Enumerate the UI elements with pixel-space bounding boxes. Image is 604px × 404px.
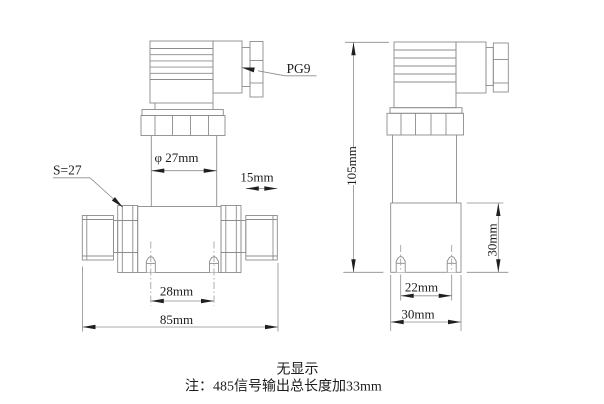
display-note: 无显示 [277, 363, 319, 378]
leader-wrench-size: S=27 [53, 163, 123, 208]
dim-diameter: φ 27mm [151, 150, 217, 173]
side-view: 105mm 30mm 22mm 30mm [342, 41, 509, 331]
overall-length-label: 85mm [160, 312, 193, 327]
overall-height-label: 105mm [344, 146, 359, 186]
din-connector-side [386, 41, 509, 203]
output-note: 注：485信号输出总长度加33mm [185, 379, 382, 395]
dim-lower-body-height: 30mm [466, 202, 509, 273]
leader-pg9: PG9 [241, 61, 317, 77]
dim-probe-spacing-side: 22mm [400, 274, 453, 301]
cable-gland-side [492, 42, 509, 93]
diameter-label: φ 27mm [155, 150, 199, 165]
pg9-label: PG9 [287, 61, 311, 76]
port-length-label: 15mm [240, 170, 273, 185]
dim-overall-height: 105mm [342, 41, 389, 273]
right-port-front [245, 215, 278, 261]
flow-body-front [81, 205, 278, 306]
left-port-front [81, 215, 114, 261]
notes: 无显示 注：485信号输出总长度加33mm [185, 363, 382, 395]
dim-overall-length: 85mm [82, 263, 279, 332]
dim-port-length: 15mm [240, 170, 278, 191]
wrench-size-label: S=27 [53, 163, 82, 178]
locknut-side [386, 112, 464, 136]
probe-spacing-side-label: 22mm [405, 280, 438, 295]
dim-lower-body-width: 30mm [390, 275, 462, 331]
probe-pins-front [145, 241, 219, 306]
lower-body-width-label: 30mm [401, 307, 434, 322]
front-view: φ 27mm 15mm 28mm 85mm [53, 40, 317, 332]
probe-pins-side [395, 245, 457, 273]
flow-body-side [390, 202, 462, 273]
dim-probe-spacing-front: 28mm [150, 284, 214, 304]
locknut-front [140, 115, 226, 136]
probe-spacing-front-label: 28mm [160, 284, 193, 299]
lower-body-height-label: 30mm [485, 223, 500, 256]
